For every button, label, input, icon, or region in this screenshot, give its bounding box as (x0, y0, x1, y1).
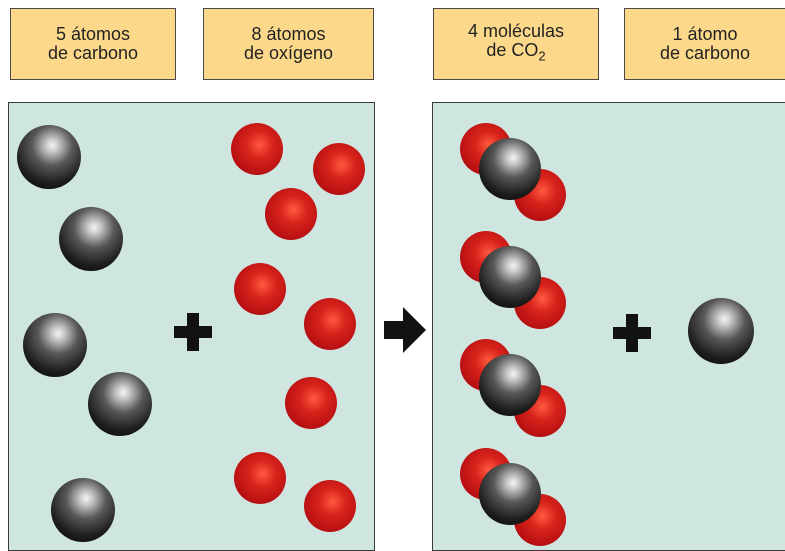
carbon-atom (23, 313, 87, 377)
oxygen-atom (234, 452, 286, 504)
label-co2-molecules: 4 moléculas de CO2 (433, 8, 599, 80)
product-carbon-atom (688, 298, 754, 364)
carbon-atom (88, 372, 152, 436)
oxygen-atom (304, 480, 356, 532)
label-co2-line2: de CO2 (486, 41, 545, 66)
co2-molecule (460, 339, 566, 437)
label-oxygen-atoms: 8 átomos de oxígeno (203, 8, 374, 80)
carbon-atom (59, 207, 123, 271)
co2-molecule (460, 123, 566, 221)
oxygen-atom (285, 377, 337, 429)
label-carbon-line1: 5 átomos (55, 24, 131, 44)
label-leftover-line1: 1 átomo (672, 24, 738, 44)
oxygen-atom (265, 188, 317, 240)
label-co2-subscript: 2 (538, 48, 546, 64)
co2-molecules (460, 123, 566, 546)
label-carbon-line2: de carbono (47, 43, 139, 63)
label-co2-line1: 4 moléculas (467, 21, 565, 42)
reaction-arrow-icon (384, 307, 426, 353)
co2-molecule (460, 448, 566, 546)
oxygen-atom (304, 298, 356, 350)
label-co2-prefix: de CO (486, 40, 539, 61)
oxygen-atom (231, 123, 283, 175)
label-oxygen-line2: de oxígeno (243, 43, 334, 63)
co2-molecule (460, 231, 566, 329)
plus-icon (613, 314, 651, 352)
label-leftover-carbon: 1 átomo de carbono (624, 8, 785, 80)
reactant-oxygen-atoms (231, 123, 365, 532)
carbon-atom (51, 478, 115, 542)
plus-icon (174, 313, 212, 351)
carbon-atom (17, 125, 81, 189)
label-oxygen-line1: 8 átomos (251, 24, 326, 44)
oxygen-atom (313, 143, 365, 195)
label-carbon-atoms: 5 átomos de carbono (10, 8, 176, 80)
reactant-carbon-atoms (17, 125, 152, 542)
oxygen-atom (234, 263, 286, 315)
label-leftover-line2: de carbono (659, 43, 751, 63)
